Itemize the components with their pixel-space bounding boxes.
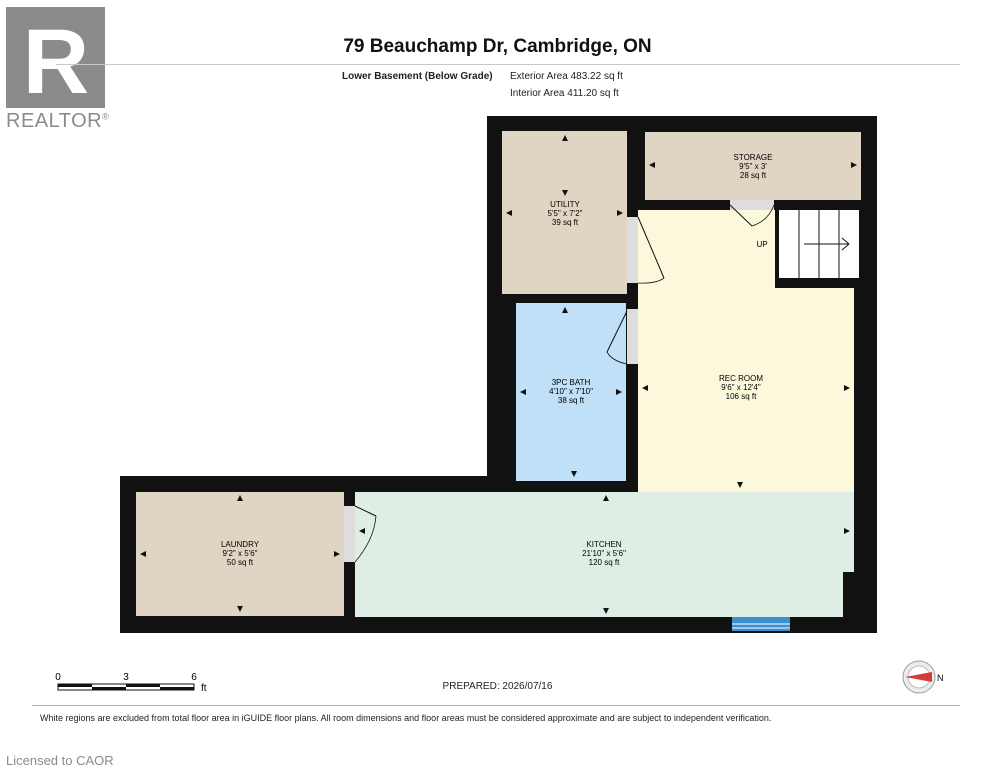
kitchen-name: KITCHEN [586,540,621,549]
laundry-name: LAUNDRY [221,540,260,549]
stairs-up-label: UP [756,240,767,249]
dimension-arrows [140,135,857,614]
compass-north-label: N [937,673,944,683]
disclaimer-text: White regions are excluded from total fl… [40,713,772,723]
room-storage [645,132,861,200]
scale-label-6: 6 [191,672,197,683]
scale-unit: ft [201,683,207,694]
realtor-r-icon: R [23,11,89,113]
rec-name: REC ROOM [719,374,763,383]
door-utility [627,216,665,284]
utility-name: UTILITY [550,200,580,209]
licensed-text: Licensed to CAOR [6,753,114,768]
laundry-dims: 9'2" x 5'6" [223,549,258,558]
door-laundry [344,505,377,563]
page-title: 79 Beauchamp Dr, Cambridge, ON [343,36,652,57]
rec-area: 106 sq ft [726,392,757,401]
rec-dims: 9'6" x 12'4" [721,383,761,392]
room-kitchen [355,492,854,617]
kitchen-area: 120 sq ft [589,558,620,567]
room-3pc-bath [516,303,626,481]
room-rec [638,210,854,492]
staircase [779,210,859,278]
logo-letter: R [23,11,89,108]
realtor-logo: R [6,7,105,113]
door-storage [729,200,775,227]
storage-name: STORAGE [734,153,773,162]
footer-divider [32,705,960,706]
level-name: Lower Basement (Below Grade) [342,71,493,82]
scale-label-0: 0 [55,672,61,683]
utility-dims: 5'5" x 7'2" [548,209,583,218]
bath-name: 3PC BATH [552,378,591,387]
realtor-word: REALTOR [6,110,103,132]
scale-bar [57,683,195,691]
prepared-date: PREPARED: 2026/07/16 [442,681,553,692]
interior-area: Interior Area 411.20 sq ft [510,88,619,99]
laundry-area: 50 sq ft [227,558,254,567]
title-divider [56,64,960,65]
room-laundry [136,492,344,616]
room-utility [502,131,627,294]
door-bath [606,309,638,365]
realtor-wordmark: REALTOR® [6,110,109,133]
utility-area: 39 sq ft [552,218,579,227]
bath-dims: 4'10" x 7'10" [549,387,593,396]
kitchen-dims: 21'10" x 5'6" [582,549,626,558]
compass-icon [902,660,936,694]
registered-mark: ® [102,111,110,122]
bath-area: 38 sq ft [558,396,585,405]
storage-dims: 9'5" x 3' [739,162,767,171]
scale-label-3: 3 [123,672,129,683]
exterior-area: Exterior Area 483.22 sq ft [510,71,623,82]
storage-area: 28 sq ft [740,171,767,180]
